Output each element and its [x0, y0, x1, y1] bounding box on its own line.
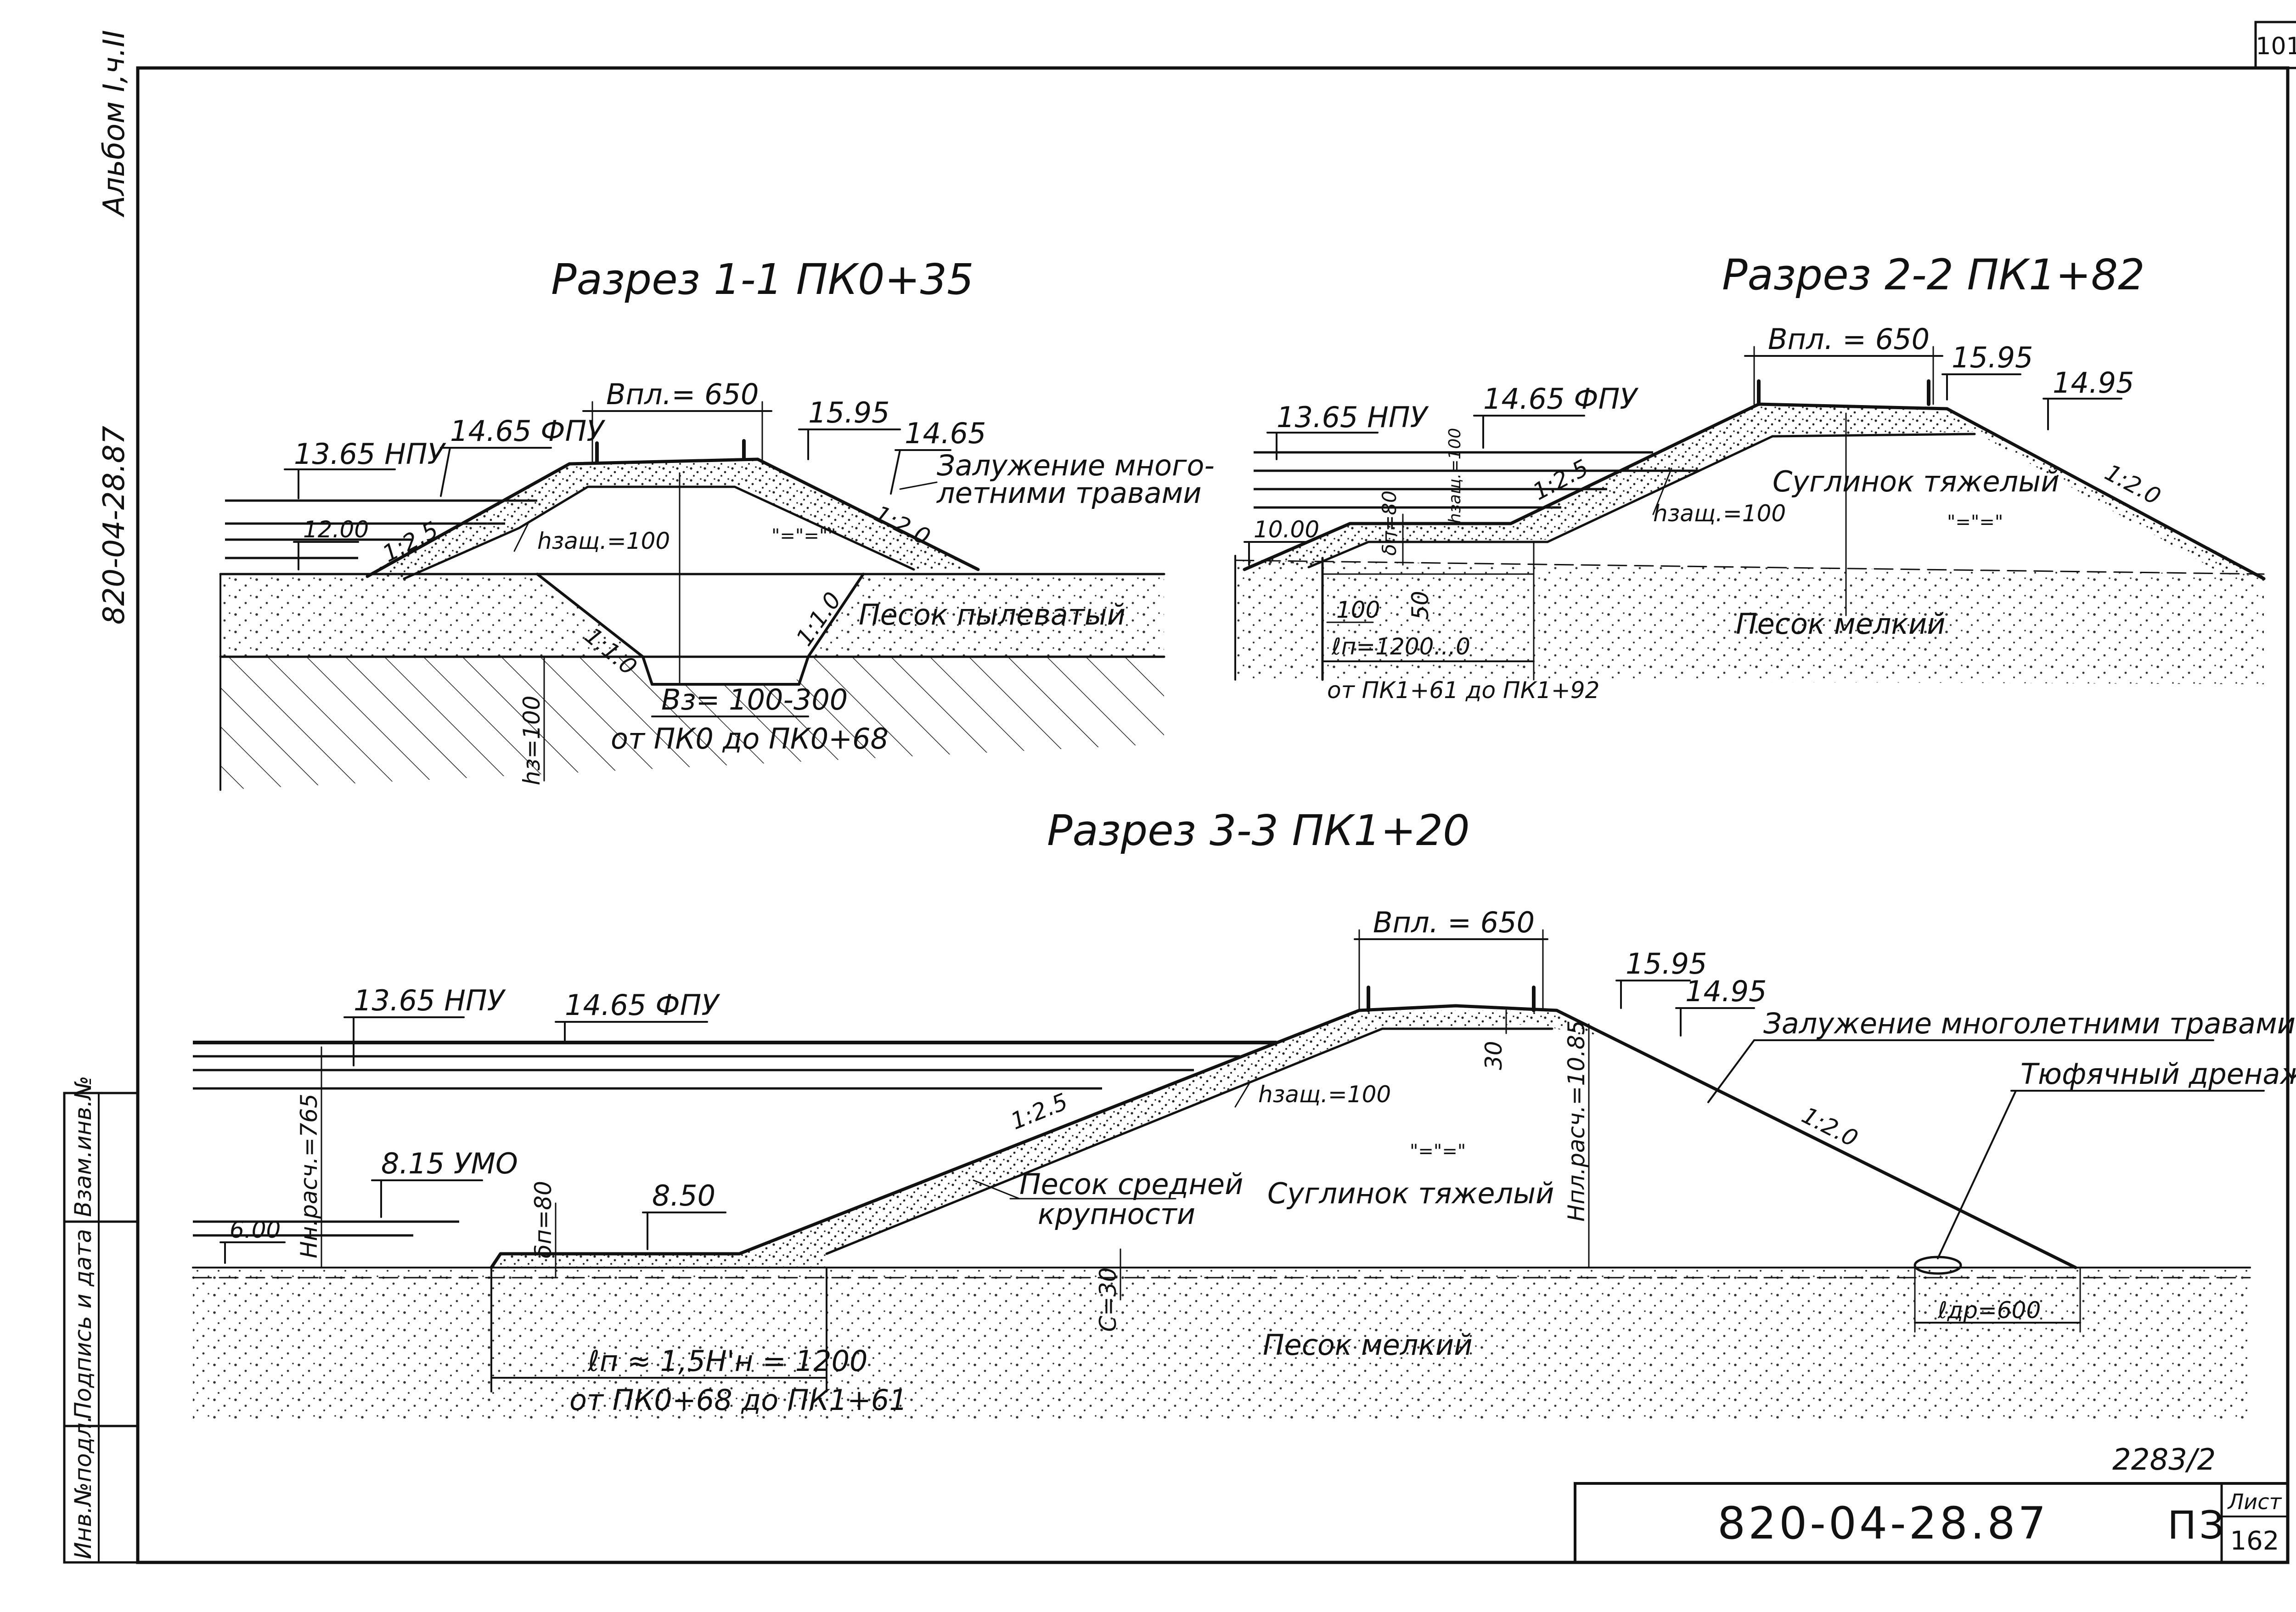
s1-greening: Залужение много-: [937, 449, 1215, 482]
side-cell-inv: Инв.№подл.: [70, 1415, 96, 1559]
section-2-2: Разрез 2-2 ПК1+82 Bпл. = 650 15.95 14.95…: [1234, 250, 2266, 704]
s1-fill-mark: "="="": [771, 525, 836, 547]
side-cell-replace: Взам.инв.№: [70, 1076, 96, 1217]
side-stamp-table: Взам.инв.№ Подпись и дата Инв.№подл.: [63, 1076, 139, 1564]
s3-fill-mark: "="=": [1410, 1141, 1466, 1162]
s3-c-30: C=30: [1095, 1268, 1121, 1332]
s3-lvl-815: 8.15 УМО: [381, 1147, 518, 1180]
s1-hz: hз=100: [518, 695, 545, 785]
s3-l-dr: ℓдр=600: [1937, 1297, 2041, 1324]
s3-lvl-850: 8.50: [652, 1179, 715, 1212]
s1-lvl-1465: 14.65 ФПУ: [450, 414, 606, 448]
title-block: 820-04-28.87 ПЗ Лист 162: [1574, 1482, 2289, 1564]
sheet-label: Лист: [2227, 1489, 2282, 1514]
s3-soil-bottom: Песок мелкий: [1263, 1328, 1473, 1362]
s3-drain: Тюфячный дренаж: [2020, 1057, 2296, 1091]
s3-hpl-rasch: Hпл.расч.=10.85: [1563, 1020, 1590, 1222]
s1-soil: Песок пылеватый: [859, 598, 1125, 631]
s2-lvl-1495: 14.95: [2053, 366, 2134, 400]
s1-lvl-1465-right: 14.65: [905, 417, 986, 450]
s3-bpl: Bпл. = 650: [1373, 906, 1535, 939]
album-label: Альбом I,ч.II: [97, 30, 131, 218]
s2-lvl-1595: 15.95: [1952, 341, 2033, 374]
s2-dim-50: 50: [1407, 591, 1434, 620]
s3-dim-30: 30: [1480, 1041, 1507, 1070]
side-cell-sign: Подпись и дата: [70, 1229, 96, 1419]
s1-lvl-1200: 12.00: [303, 516, 369, 543]
s3-hn-rasch: Hн.расч.=765: [296, 1093, 322, 1258]
s3-lvl-1465: 14.65 ФПУ: [565, 988, 720, 1022]
s3-dn: δп=80: [530, 1181, 557, 1258]
s3-sand-coarse: Песок средней: [1019, 1167, 1243, 1201]
s2-range: от ПК1+61 до ПК1+92: [1327, 677, 1599, 704]
s3-lvl-1495: 14.95: [1685, 975, 1767, 1008]
s2-soil-top: Суглинок тяжелый: [1773, 465, 2059, 498]
s2-fill-mark: "="=": [1947, 512, 2003, 533]
s2-lp: ℓп=1200...0: [1331, 633, 1470, 660]
s3-lvl-1595: 15.95: [1626, 947, 1707, 981]
s1-range: от ПК0 до ПК0+68: [611, 722, 889, 755]
s2-h-zash: hзащ.=100: [1653, 500, 1786, 527]
s1-greening-2: летними травами: [936, 476, 1202, 510]
reference-number: 2283/2: [2112, 1443, 2216, 1477]
s2-soil-bottom: Песок мелкий: [1736, 607, 1946, 641]
s1-lvl-1595: 15.95: [808, 396, 890, 429]
s2-lvl-1465: 14.65 ФПУ: [1483, 382, 1639, 416]
s3-lvl-600: 6.00: [230, 1217, 281, 1243]
s3-greening: Залужение многолетними травами: [1763, 1007, 2296, 1040]
page-number-box: [2254, 21, 2296, 69]
section-1-1: Разрез 1-1 ПК0+35 Bпл.= 650 15.95: [219, 255, 1215, 791]
doc-code: 820-04-28.87: [1717, 1498, 2049, 1549]
s3-sand-coarse-2: крупности: [1038, 1197, 1195, 1231]
s3-soil-mid: Суглинок тяжелый: [1267, 1177, 1554, 1210]
s3-lvl-1365: 13.65 НПУ: [354, 984, 506, 1017]
s3-range: от ПК0+68 до ПК1+61: [569, 1383, 907, 1417]
s2-dim-100: 100: [1336, 597, 1380, 623]
section-3-title: Разрез 3-3 ПК1+20: [1047, 806, 1470, 855]
s1-lvl-1365: 13.65 НПУ: [294, 437, 446, 471]
s2-lvl-1365: 13.65 НПУ: [1277, 400, 1429, 434]
side-code: 820-04-28.87: [97, 426, 131, 625]
section-2-title: Разрез 2-2 ПК1+82: [1722, 250, 2145, 299]
outer-frame: [136, 66, 2290, 1564]
s2-h-zash-vertical: hзащ.=100: [1446, 428, 1464, 524]
s2-dp: δп=80: [1378, 490, 1401, 556]
section-3-3: Разрез 3-3 ПК1+20 Bпл. = 650 15.95 14.95…: [192, 806, 2296, 1419]
s1-bz: Bз= 100-300: [661, 683, 848, 716]
s3-lp: ℓп ≈ 1,5H'н = 1200: [587, 1344, 867, 1378]
s2-lvl-1000: 10.00: [1254, 516, 1319, 543]
s3-h-zash: hзащ.=100: [1258, 1081, 1391, 1108]
stage-code: ПЗ: [2167, 1503, 2227, 1548]
sheet-number: 162: [2230, 1526, 2279, 1556]
s2-bpl: Bпл. = 650: [1768, 322, 1930, 356]
section-1-title: Разрез 1-1 ПК0+35: [551, 255, 974, 304]
s1-h-zash: hзащ.=100: [537, 528, 670, 554]
s1-bpl: Bпл.= 650: [606, 378, 759, 411]
page-number: 101: [2256, 33, 2296, 60]
